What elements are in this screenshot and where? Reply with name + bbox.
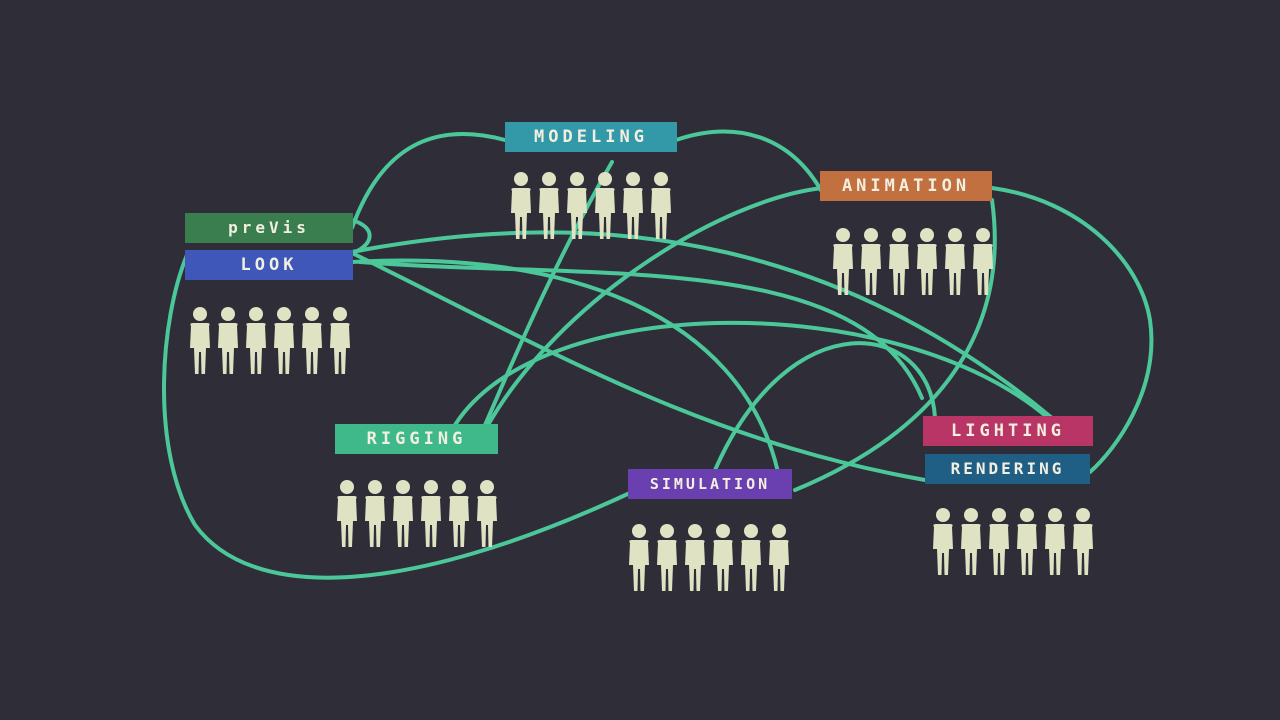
person-icon bbox=[961, 508, 981, 575]
person-icon bbox=[330, 307, 350, 374]
person-icon bbox=[302, 307, 322, 374]
person-icon bbox=[246, 307, 266, 374]
person-icon bbox=[769, 524, 789, 591]
label-modeling: MODELING bbox=[505, 122, 677, 152]
person-icon bbox=[933, 508, 953, 575]
person-icon bbox=[889, 228, 909, 295]
person-icon bbox=[393, 480, 413, 547]
person-icon bbox=[477, 480, 497, 547]
person-icon bbox=[337, 480, 357, 547]
person-icon bbox=[1045, 508, 1065, 575]
label-previs: preVis bbox=[185, 213, 353, 243]
person-icon bbox=[713, 524, 733, 591]
person-icon bbox=[623, 172, 643, 239]
label-animation: ANIMATION bbox=[820, 171, 992, 201]
people-group bbox=[190, 307, 350, 374]
person-icon bbox=[861, 228, 881, 295]
people-group bbox=[933, 508, 1093, 575]
person-icon bbox=[917, 228, 937, 295]
person-icon bbox=[651, 172, 671, 239]
link-modeling-animation bbox=[674, 129, 824, 194]
person-icon bbox=[421, 480, 441, 547]
link-previs-modeling bbox=[350, 131, 507, 230]
team-animation bbox=[829, 227, 999, 297]
team-modeling bbox=[507, 171, 677, 241]
link-simulation-rendering bbox=[713, 341, 937, 472]
person-icon bbox=[1017, 508, 1037, 575]
person-icon bbox=[1073, 508, 1093, 575]
link-animation-rendering bbox=[990, 186, 1154, 474]
person-icon bbox=[833, 228, 853, 295]
person-icon bbox=[741, 524, 761, 591]
link-animation-simulation bbox=[793, 198, 997, 492]
person-icon bbox=[365, 480, 385, 547]
link-look-simulation bbox=[350, 258, 780, 474]
label-lighting: LIGHTING bbox=[923, 416, 1093, 446]
person-icon bbox=[511, 172, 531, 239]
link-look-rendering bbox=[350, 251, 927, 482]
person-icon bbox=[449, 480, 469, 547]
person-icon bbox=[567, 172, 587, 239]
label-simulation: SIMULATION bbox=[628, 469, 792, 499]
label-rendering: RENDERING bbox=[925, 454, 1090, 484]
person-icon bbox=[989, 508, 1009, 575]
team-previs-look bbox=[186, 306, 356, 376]
people-group bbox=[511, 172, 671, 239]
person-icon bbox=[945, 228, 965, 295]
person-icon bbox=[190, 307, 210, 374]
person-icon bbox=[973, 228, 993, 295]
link-animation-rigging bbox=[486, 186, 824, 427]
team-lighting-rendering bbox=[929, 507, 1099, 577]
team-rigging bbox=[333, 479, 503, 549]
person-icon bbox=[595, 172, 615, 239]
people-group bbox=[337, 480, 497, 547]
people-group bbox=[629, 524, 789, 591]
person-icon bbox=[274, 307, 294, 374]
person-icon bbox=[657, 524, 677, 591]
link-look-simulation-loop bbox=[162, 253, 634, 580]
label-rigging: RIGGING bbox=[335, 424, 498, 454]
person-icon bbox=[685, 524, 705, 591]
people-group bbox=[833, 228, 993, 295]
link-modeling-rigging bbox=[483, 160, 614, 427]
person-icon bbox=[629, 524, 649, 591]
person-icon bbox=[218, 307, 238, 374]
link-rigging-lighting bbox=[453, 320, 1050, 427]
team-simulation bbox=[625, 523, 795, 593]
label-look: LOOK bbox=[185, 250, 353, 280]
person-icon bbox=[539, 172, 559, 239]
